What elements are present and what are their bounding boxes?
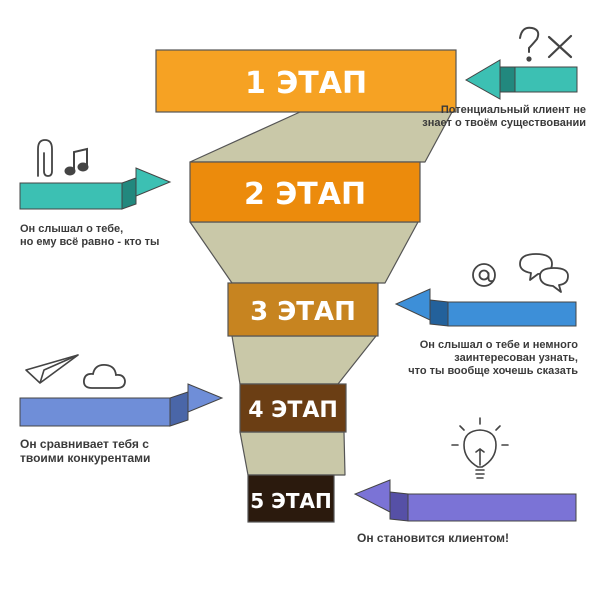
stage-5-caption: Он становится клиентом!: [357, 532, 509, 545]
ribbon-fold-4: [239, 431, 346, 476]
stage-1-caption-line-1: Потенциальный клиент не: [440, 104, 586, 116]
stage-1-band: [155, 49, 457, 113]
stage-4: 4 ЭТАП: [239, 383, 347, 433]
paper-plane-icon: [25, 354, 79, 384]
stage-4-band: [239, 383, 347, 433]
paperclip-icon: [37, 139, 53, 177]
stage-1-label: 1 ЭТАП: [245, 66, 367, 101]
stage-4-label: 4 ЭТАП: [248, 398, 338, 423]
stage-2-band: [189, 161, 421, 223]
stage-3: 3 ЭТАП: [227, 282, 379, 337]
stage-3-arrow: [394, 288, 577, 327]
stage-1: 1 ЭТАП: [155, 49, 457, 113]
stage-1-arrow: [464, 59, 578, 100]
ribbon-fold-2: [189, 221, 419, 284]
stage-4-caption: Он сравнивает тебя с твоими конкурентами: [20, 437, 150, 465]
stage-3-caption-line-1: Он слышал о тебе и немного: [419, 339, 578, 351]
stage-5-band: [247, 474, 335, 523]
ribbon-fold-3: [231, 335, 377, 385]
stage-3-band: [227, 282, 379, 337]
question-mark-icon: [519, 26, 540, 62]
stage-3-caption-line-2: заинтересован узнать,: [454, 352, 578, 364]
stage-3-caption: Он слышал о тебе и немного заинтересован…: [408, 339, 578, 378]
stage-5-caption-line-1: Он становится клиентом!: [357, 531, 510, 545]
stage-2: 2 ЭТАП: [189, 161, 421, 223]
at-sign-icon: [472, 263, 496, 287]
stage-1-caption: Потенциальный клиент не знает о твоём су…: [422, 104, 586, 130]
stage-5: 5 ЭТАП: [247, 474, 335, 523]
ribbon-fold-1: [189, 111, 453, 163]
stage-5-label: 5 ЭТАП: [250, 489, 331, 513]
stage-2-caption: Он слышал о тебе, но ему всё равно - кто…: [20, 223, 159, 249]
cloud-icon: [83, 364, 126, 389]
stage-2-label: 2 ЭТАП: [244, 177, 366, 212]
stage-4-arrow: [19, 383, 224, 427]
stage-5-arrow: [353, 479, 577, 522]
stage-4-caption-line-2: твоими конкурентами: [20, 451, 151, 465]
stage-3-label: 3 ЭТАП: [250, 297, 356, 327]
stage-2-arrow: [19, 167, 172, 210]
stage-1-caption-line-2: знает о твоём существовании: [422, 117, 586, 129]
speech-bubbles-icon: [519, 253, 569, 293]
stage-4-caption-line-1: Он сравнивает тебя с: [20, 437, 149, 451]
stage-3-caption-line-3: что ты вообще хочешь сказать: [408, 365, 578, 377]
stage-2-caption-line-2: но ему всё равно - кто ты: [20, 236, 160, 248]
light-bulb-icon: [451, 417, 509, 479]
music-note-icon: [64, 147, 89, 176]
cross-icon: [547, 34, 573, 59]
stage-2-caption-line-1: Он слышал о тебе,: [20, 223, 124, 235]
connector-ribbon: [189, 111, 453, 476]
